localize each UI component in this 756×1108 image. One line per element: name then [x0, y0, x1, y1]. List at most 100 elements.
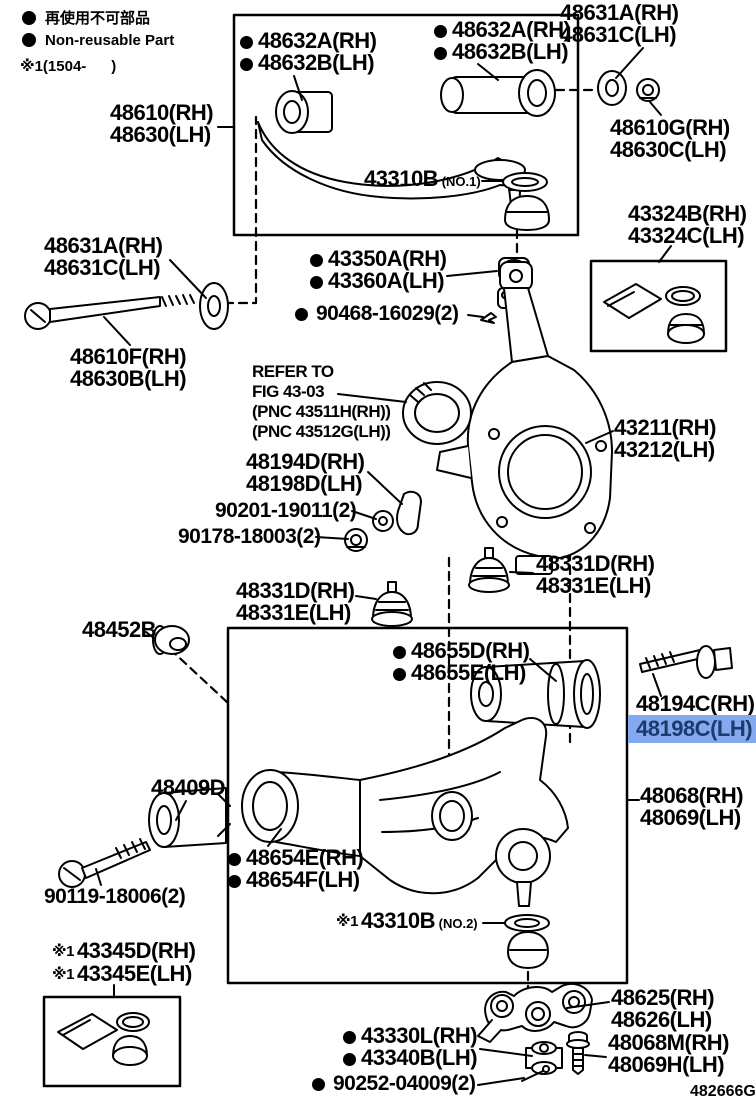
- part-number-text: 43212(LH): [614, 437, 715, 462]
- label-48632ab-front[interactable]: 48632A(RH)48632B(LH): [434, 19, 571, 63]
- non-reusable-icon: [434, 47, 447, 60]
- part-number-text: 48632B(LH): [258, 50, 375, 75]
- diagram-code: 482666G: [690, 1084, 756, 1100]
- part-number-text: 48632A(RH): [258, 28, 377, 53]
- part-number-text: 48632A(RH): [452, 17, 571, 42]
- label-48068-48069[interactable]: 48068(RH)48069(LH): [640, 783, 744, 830]
- part-number-text: 48630B(LH): [70, 366, 187, 391]
- part-number-text: 48331D(RH): [536, 551, 655, 576]
- dust-kit-contents-drawing: [603, 283, 705, 344]
- part-number-text: 48631A(RH): [44, 233, 163, 258]
- part-number-text: 48631A(RH): [560, 0, 679, 25]
- arm-mount-bolt-drawing: [639, 645, 733, 679]
- lower-ball-joint-kit-box: [42, 995, 182, 1088]
- part-number-text: 43330L(RH): [361, 1023, 478, 1048]
- part-number-text: 48631C(LH): [44, 255, 161, 280]
- part-number-text: 48198D(LH): [246, 471, 363, 496]
- label-48654ef[interactable]: 48654E(RH)48654F(LH): [228, 845, 364, 892]
- label-90252-04009[interactable]: 90252-04009(2): [312, 1073, 476, 1094]
- part-number-text: 43345E(LH): [76, 961, 192, 986]
- non-reusable-icon: [22, 11, 36, 25]
- knuckle-dust-kit-box: [589, 259, 728, 353]
- label-48068m-48069h[interactable]: 48068M(RH)48069H(LH): [608, 1032, 729, 1076]
- non-reusable-icon: [240, 36, 253, 49]
- note-ref-marker: ※1: [52, 966, 74, 983]
- label-43324bc[interactable]: 43324B(RH)43324C(LH): [628, 203, 747, 247]
- note-effective-date: ※1(1504- ): [20, 56, 116, 78]
- hub-seal-ring-drawing: [402, 381, 472, 445]
- part-number-text: Non-reusable Part: [45, 32, 175, 49]
- part-number-text: 90178-18003(2): [178, 525, 321, 548]
- label-43350a-43360a[interactable]: 43350A(RH)43360A(LH): [310, 248, 447, 292]
- label-48655de[interactable]: 48655D(RH)48655E(LH): [393, 640, 530, 684]
- label-48194d-48198d[interactable]: 48194D(RH)48198D(LH): [246, 451, 365, 495]
- part-number-text: 43211(RH): [614, 415, 716, 440]
- label-48331de-right[interactable]: 48331D(RH)48331E(LH): [536, 553, 655, 597]
- label-43211-43212[interactable]: 43211(RH)43212(LH): [614, 417, 716, 461]
- part-number-text: 43350A(RH): [328, 246, 447, 271]
- part-group-boxes: [42, 13, 728, 1088]
- label-90178-18003[interactable]: 90178-18003(2): [178, 525, 321, 548]
- part-number-text: (PNC 43512G(LH)): [252, 422, 391, 441]
- part-number-text: 482666G: [690, 1083, 756, 1100]
- label-48610-48630[interactable]: 48610(RH)48630(LH): [110, 102, 214, 146]
- leader-lines: [95, 47, 672, 1086]
- label-48194c-48198c[interactable]: 48194C(RH)48198C(LH): [628, 693, 756, 743]
- label-43330l-43340b[interactable]: 43330L(RH)43340B(LH): [343, 1023, 478, 1070]
- part-number-text: 43360A(LH): [328, 268, 445, 293]
- label-48331de-left[interactable]: 48331D(RH)48331E(LH): [236, 580, 355, 624]
- part-number-text: FIG 43-03: [252, 382, 325, 401]
- part-number-suffix: (NO.1): [438, 174, 481, 189]
- upper-arm-group-box: [232, 13, 580, 237]
- part-number-text: 48331E(LH): [536, 573, 651, 598]
- part-number-text: 90201-19011(2): [215, 499, 357, 522]
- part-number-text: 48331D(RH): [236, 578, 355, 603]
- non-reusable-icon: [343, 1053, 356, 1066]
- part-number-text: 48610G(RH): [610, 115, 730, 140]
- label-48610f-48630b[interactable]: 48610F(RH)48630B(LH): [70, 346, 187, 391]
- part-number-text: 48194D(RH): [246, 449, 365, 474]
- label-48452b[interactable]: 48452B: [82, 619, 157, 641]
- label-48610g-48630c[interactable]: 48610G(RH)48630C(LH): [610, 117, 730, 161]
- part-number-text: 48632B(LH): [452, 39, 569, 64]
- label-43310b-no1[interactable]: 43310B (NO.1): [364, 168, 481, 193]
- part-number-text: 48654E(RH): [246, 845, 364, 870]
- part-number-text: 48654F(LH): [246, 867, 360, 892]
- label-90468-16029[interactable]: 90468-16029(2): [295, 302, 459, 325]
- part-number-text: 90468-16029(2): [316, 302, 459, 325]
- label-90119-18006[interactable]: 90119-18006(2): [44, 886, 186, 907]
- part-number-text: 再使用不可部品: [45, 10, 151, 27]
- part-number-text: 48069(LH): [640, 805, 741, 830]
- non-reusable-icon: [228, 875, 241, 888]
- label-90201-19011[interactable]: 90201-19011(2): [215, 499, 357, 522]
- label-48631ac-top[interactable]: 48631A(RH)48631C(LH): [560, 2, 679, 46]
- label-48631ac-left[interactable]: 48631A(RH)48631C(LH): [44, 235, 163, 279]
- non-reusable-icon: [312, 1078, 325, 1091]
- part-number-text: 48068(RH): [640, 783, 744, 808]
- non-reusable-icon: [295, 308, 308, 321]
- part-number-suffix: (NO.2): [435, 916, 478, 931]
- part-number-text: 43340B(LH): [361, 1045, 478, 1070]
- part-number-text: 48655D(RH): [411, 638, 530, 663]
- carrier-bolt-drawing: [566, 1031, 590, 1075]
- part-number-text: 48069H(LH): [608, 1052, 725, 1077]
- part-number-text: 43345D(RH): [76, 938, 196, 963]
- cam-bolt-drawing: [24, 282, 229, 330]
- legend-non-reusable-en: Non-reusable Part: [22, 30, 174, 52]
- selected-part-highlight: 48198C(LH): [628, 715, 756, 743]
- label-48409d[interactable]: 48409D: [151, 777, 226, 799]
- label-48625-48626[interactable]: 48625(RH)48626(LH): [611, 987, 715, 1031]
- non-reusable-icon: [393, 668, 406, 681]
- sleeve-and-bolt-drawing: [58, 787, 231, 888]
- lower-arm-group-box: [226, 626, 629, 985]
- label-48632ab-upper-arm[interactable]: 48632A(RH)48632B(LH): [240, 30, 377, 74]
- part-number-text: 48655E(LH): [411, 660, 526, 685]
- part-number-text: 43324C(LH): [628, 223, 745, 248]
- part-number-text: REFER TO: [252, 362, 334, 381]
- part-number-text: 48068M(RH): [608, 1030, 729, 1055]
